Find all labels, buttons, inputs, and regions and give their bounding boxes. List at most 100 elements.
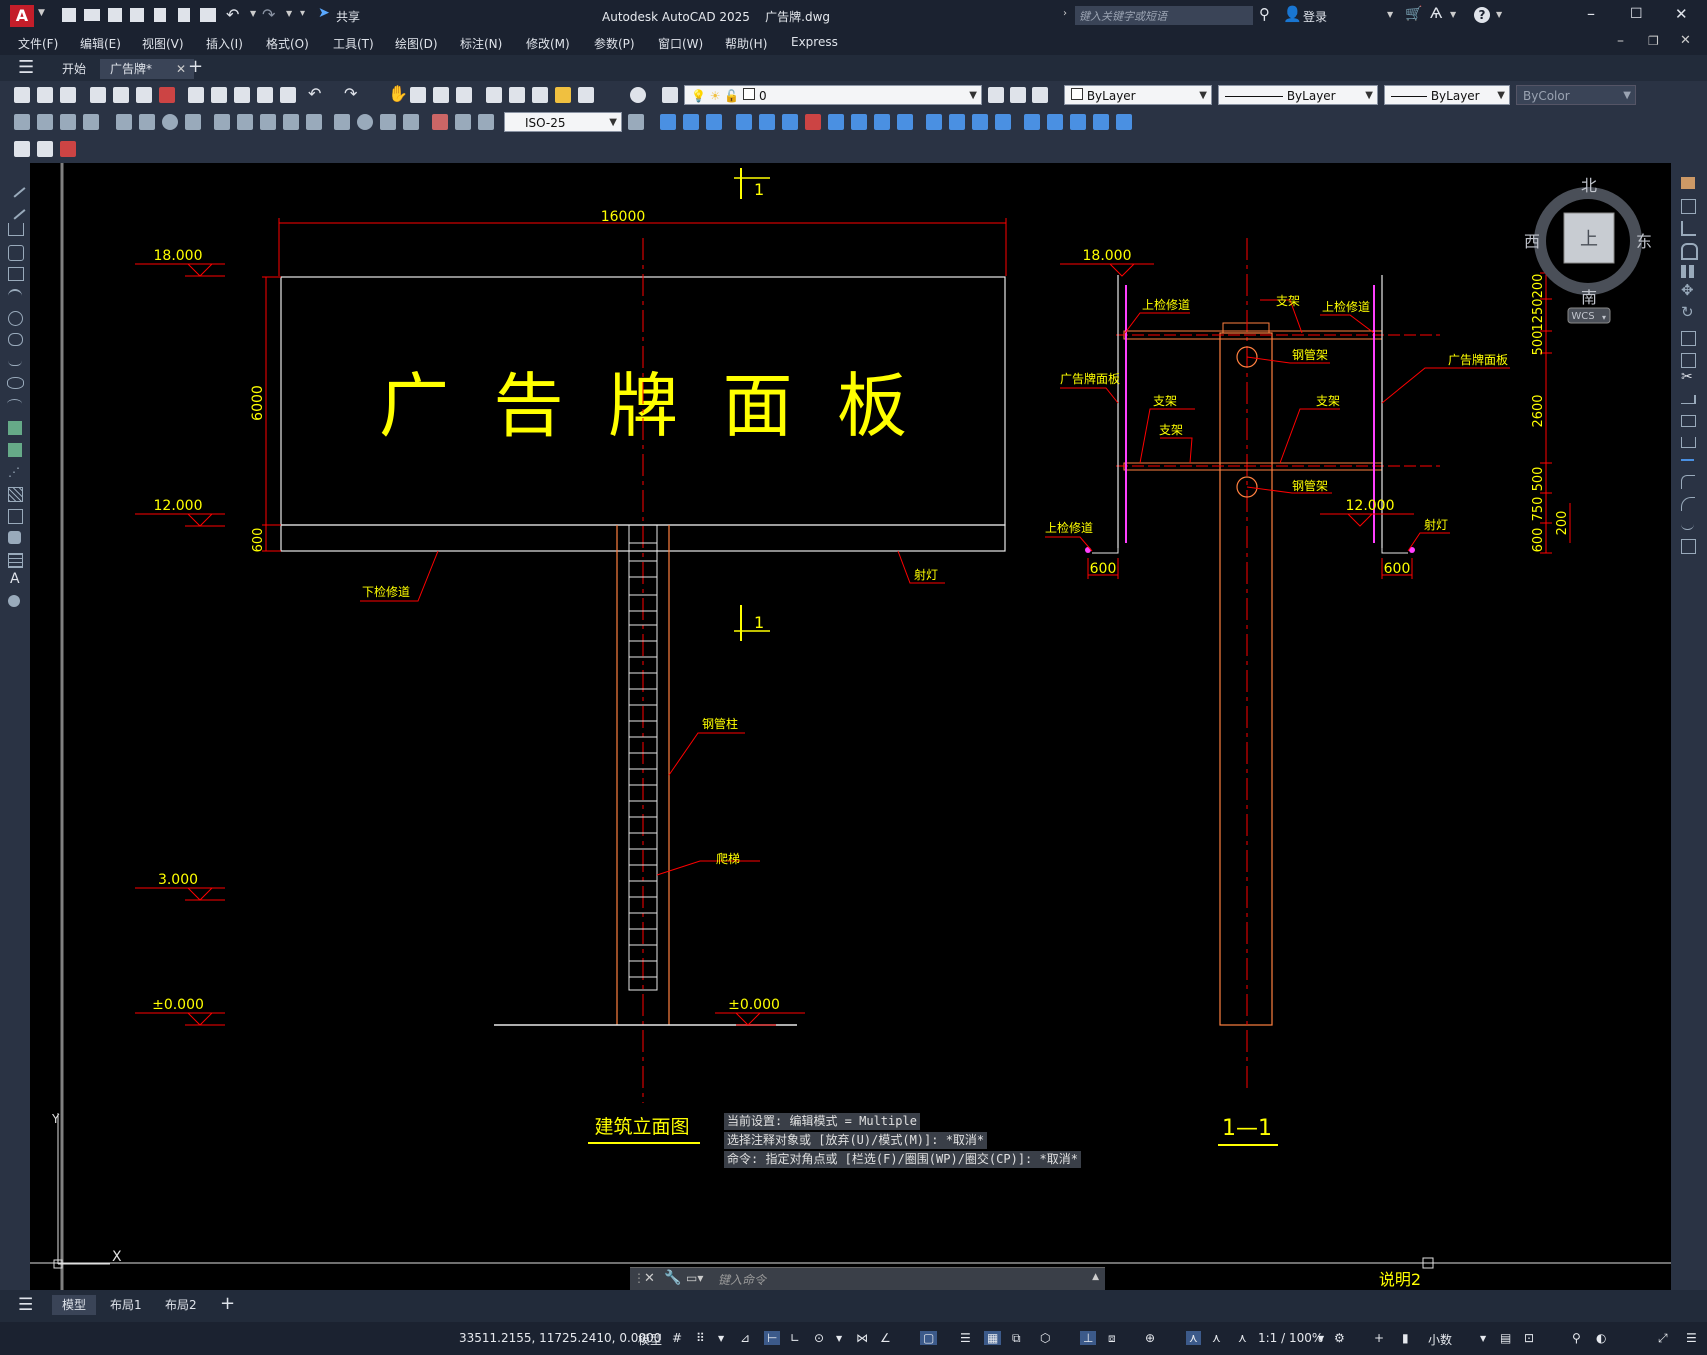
open-file-icon[interactable] (84, 9, 100, 21)
new-tab-icon[interactable]: + (188, 56, 204, 77)
fillet-icon[interactable] (1681, 497, 1695, 511)
open-icon[interactable] (37, 87, 53, 103)
annotation-scale-icon[interactable]: ⋏ (1238, 1331, 1247, 1345)
tolerance-icon[interactable] (334, 114, 350, 130)
ladder[interactable] (628, 524, 658, 991)
dynamic-input-icon[interactable]: ⊢ (764, 1331, 781, 1345)
plotstyle-dropdown[interactable]: ByColor ▼ (1516, 85, 1636, 105)
minimize-icon[interactable]: – (1587, 4, 1595, 23)
polar-tracking-icon[interactable]: ⊙ (814, 1331, 825, 1345)
redo-dropdown-icon[interactable]: ▼ (286, 9, 293, 18)
command-customize-icon[interactable]: 🔧 (664, 1270, 682, 1286)
login-button[interactable]: 登录 (1303, 10, 1328, 24)
dim-continue-icon[interactable] (260, 114, 276, 130)
login-dropdown-icon[interactable]: ▼ (1387, 10, 1394, 19)
modeling-wedge-icon[interactable] (683, 114, 699, 130)
autodesk-app-icon[interactable]: Ѧ (1430, 6, 1443, 22)
graphics-performance-icon[interactable]: ◐ (1596, 1331, 1607, 1345)
menu-parametric[interactable]: 参数(P) (594, 37, 635, 51)
modeling-3drotate-icon[interactable] (1093, 114, 1109, 130)
menu-file[interactable]: 文件(F) (18, 37, 59, 51)
menu-window[interactable]: 窗口(W) (658, 37, 704, 51)
menu-view[interactable]: 视图(V) (142, 37, 184, 51)
isolate-objects-icon[interactable]: ⚲ (1572, 1331, 1581, 1345)
layer-properties-icon[interactable] (662, 87, 678, 103)
modeling-box-icon[interactable] (660, 114, 676, 130)
color-dropdown[interactable]: ByLayer ▼ (1064, 85, 1212, 105)
selection-filter-icon[interactable]: ⧈ (1108, 1331, 1116, 1345)
annotation-scale-value[interactable]: 1:1 / 100% (1258, 1331, 1324, 1345)
modeling-pyramid-icon[interactable] (805, 114, 821, 130)
app-dropdown-icon[interactable]: ▼ (1450, 10, 1457, 19)
break-at-point-icon[interactable] (1681, 415, 1696, 427)
command-close-icon[interactable]: ✕ (644, 1271, 655, 1286)
tab-close-icon[interactable]: ✕ (175, 62, 186, 76)
qsave-icon[interactable] (60, 87, 76, 103)
jogged-linear-icon[interactable] (403, 114, 419, 130)
isodraft-icon[interactable]: ⋈ (856, 1331, 868, 1345)
3dprint-icon[interactable] (159, 87, 175, 103)
menu-edit[interactable]: 编辑(E) (80, 37, 121, 51)
hatch-icon[interactable] (8, 487, 23, 502)
menu-insert[interactable]: 插入(I) (206, 37, 243, 51)
menu-help[interactable]: 帮助(H) (725, 37, 768, 51)
3d-osnap-icon[interactable]: ⬡ (1040, 1331, 1051, 1345)
hamburger-menu-icon[interactable]: ☰ (18, 57, 35, 78)
extend-icon[interactable] (1681, 395, 1696, 404)
dim-aligned-icon[interactable] (37, 114, 53, 130)
viewport-grip[interactable] (1422, 1257, 1434, 1269)
layer-lock-icon[interactable]: 🔓 (724, 89, 740, 103)
offset-icon[interactable] (1681, 243, 1698, 260)
snap-dropdown-icon[interactable]: ▼ (718, 1334, 725, 1343)
scale-dropdown-icon[interactable]: ▼ (1318, 1334, 1325, 1343)
tab-start[interactable]: 开始 (62, 62, 87, 76)
customization-menu-icon[interactable]: ☰ (1686, 1331, 1697, 1345)
modeling-3dalign-icon[interactable] (1116, 114, 1132, 130)
new-file-icon[interactable] (62, 8, 76, 22)
dim-edit-icon[interactable] (432, 114, 448, 130)
units-value[interactable]: 小数 (1428, 1333, 1453, 1347)
blend-icon[interactable] (1681, 519, 1694, 530)
add-selected-icon[interactable] (8, 595, 20, 607)
command-history-toggle-icon[interactable]: ▲ (1092, 1272, 1099, 1282)
rotate-icon[interactable]: ↻ (1681, 303, 1694, 321)
add-layout-icon[interactable]: + (220, 1293, 236, 1314)
quick-dim-icon[interactable] (214, 114, 230, 130)
modeling-cylinder-icon[interactable] (759, 114, 775, 130)
doc-minimize-icon[interactable]: – (1617, 33, 1624, 49)
modeling-loft-icon[interactable] (972, 114, 988, 130)
coordinates-readout[interactable]: 33511.2155, 11725.2410, 0.0000 (459, 1331, 662, 1345)
cart-icon[interactable]: 🛒 (1405, 6, 1423, 22)
tab-drawing[interactable]: 广告牌* ✕ (100, 59, 194, 79)
auto-scale-icon[interactable]: ⋏ (1212, 1331, 1221, 1345)
join-icon[interactable] (1681, 459, 1694, 465)
erase-icon[interactable] (1681, 177, 1695, 189)
lock-ui-icon[interactable]: ⊡ (1524, 1331, 1535, 1345)
command-line[interactable]: ⋮ ✕ 🔧 ▭▾ 键入命令 ▲ (630, 1267, 1105, 1290)
region-icon[interactable] (8, 531, 21, 544)
modeling-revolve-icon[interactable] (949, 114, 965, 130)
rectangle-icon[interactable] (8, 267, 24, 281)
break-icon[interactable] (1681, 437, 1696, 448)
modeling-presspull-icon[interactable] (897, 114, 913, 130)
viewcube-face[interactable] (1563, 212, 1615, 264)
menu-dimension[interactable]: 标注(N) (460, 37, 503, 51)
customize-qat-icon[interactable]: ▾ (300, 8, 306, 19)
undo-icon[interactable]: ↶ (226, 5, 240, 24)
modeling-subtract-icon[interactable] (1024, 114, 1040, 130)
tool-palettes-icon[interactable] (532, 87, 548, 103)
app-logo-icon[interactable]: A (10, 5, 34, 27)
layer-freeze-icon[interactable]: ☀ (709, 89, 721, 103)
infer-constraints-icon[interactable]: ⊿ (740, 1331, 751, 1345)
menu-express[interactable]: Express (791, 35, 838, 49)
quick-properties-icon[interactable]: ▤ (1500, 1331, 1512, 1345)
viewcube-east[interactable]: 东 (1636, 232, 1652, 251)
menu-format[interactable]: 格式(O) (266, 37, 309, 51)
undo-tb-icon[interactable]: ↶ (308, 84, 322, 103)
search-input[interactable]: 键入关键字或短语 (1075, 6, 1253, 25)
dim-ordinate-icon[interactable] (83, 114, 99, 130)
multileader-icon[interactable] (60, 141, 76, 157)
modeling-planar-icon[interactable] (851, 114, 867, 130)
text-edit-icon[interactable] (14, 141, 30, 157)
drawing-canvas[interactable]: 1 1 16000 广 告 牌 面 板 6000 600 (30, 163, 1671, 1290)
